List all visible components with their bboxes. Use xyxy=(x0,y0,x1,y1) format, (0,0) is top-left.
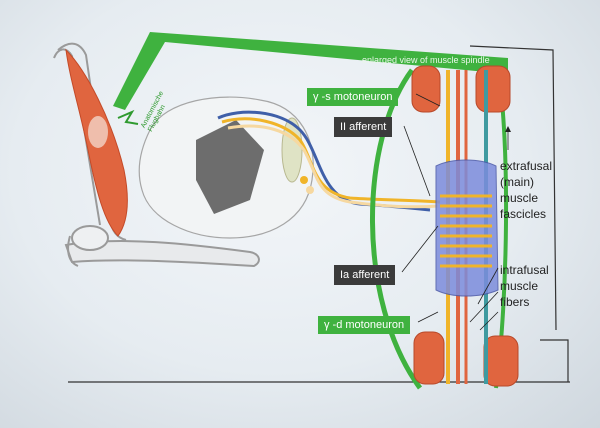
logo-icon xyxy=(118,112,138,124)
dorsal-root-ganglion xyxy=(300,176,308,184)
intrafusal-line-2: muscle xyxy=(500,278,549,294)
intrafusal-label: intrafusal muscle fibers xyxy=(500,262,549,310)
enlarged-view-label: enlarged view of muscle spindle xyxy=(362,55,490,65)
muscle-spindle-highlight xyxy=(88,116,108,148)
gamma-s-motoneuron-label: γ -s motoneuron xyxy=(307,88,398,106)
ia-afferent-label: Ia afferent xyxy=(334,265,395,285)
intrafusal-line-3: fibers xyxy=(500,294,549,310)
spinal-cord xyxy=(139,97,313,238)
extrafusal-label: extrafusal (main) muscle fascicles xyxy=(500,158,552,222)
extrafusal-line-1: extrafusal xyxy=(500,158,552,174)
extrafusal-fascicle-top-right xyxy=(476,66,510,112)
extrafusal-line-2: (main) xyxy=(500,174,552,190)
extrafusal-fascicle-top-left xyxy=(412,66,440,112)
gamma-d-motoneuron-label: γ -d motoneuron xyxy=(318,316,410,334)
ii-afferent-label: II afferent xyxy=(334,117,392,137)
extrafusal-line-4: fascicles xyxy=(500,206,552,222)
dorsal-root-ganglion-2 xyxy=(306,186,314,194)
extrafusal-fascicle-bottom-left xyxy=(414,332,444,384)
spindle-equatorial-region xyxy=(436,160,498,296)
intrafusal-line-1: intrafusal xyxy=(500,262,549,278)
extrafusal-line-3: muscle xyxy=(500,190,552,206)
extrafusal-fascicle-bottom-right xyxy=(484,336,518,386)
right-frame-line-lower xyxy=(540,340,568,382)
